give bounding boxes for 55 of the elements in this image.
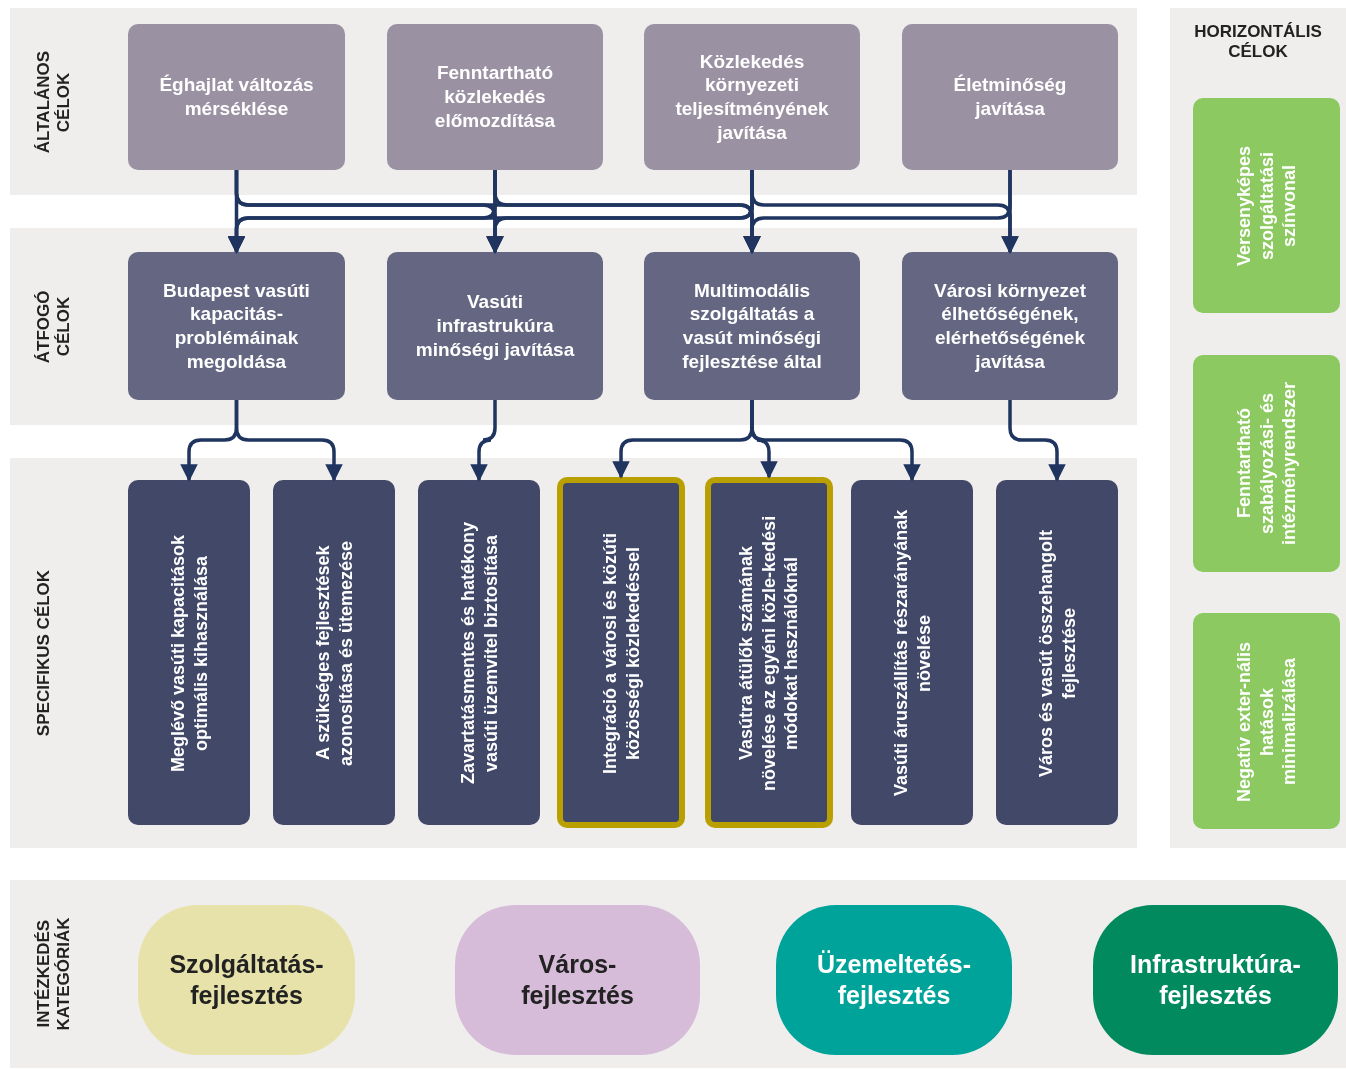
- goal-text: Zavartatásmentes és hatékony vasúti üzemvitel biztosítása: [456, 520, 501, 786]
- section-heading: INTÉZKEDÉS KATEGÓRIÁK: [34, 917, 74, 1031]
- horizontal-goal-box: [1193, 98, 1340, 313]
- goal-text: Meglévő vasúti kapacitások optimális kihasználása: [166, 532, 212, 774]
- goal-box: [644, 252, 860, 400]
- goal-box: [273, 480, 395, 825]
- goal-box: [387, 252, 603, 400]
- arrow: [470, 400, 497, 482]
- goal-text: Vasútra átülők számának növelése az egyéni közle-kedési módokat használóknál: [735, 513, 803, 793]
- goal-text: Negatív exter-nális hatások minimalizálása: [1232, 639, 1300, 804]
- goal-text: Város és vasút összehangolt fejlesztése: [1034, 527, 1080, 779]
- goal-text: Szolgáltatás-fejlesztés: [169, 948, 324, 1011]
- goal-text: Infrastruktúra-fejlesztés: [1130, 948, 1301, 1011]
- goal-box: [902, 252, 1118, 400]
- arrow: [750, 400, 921, 482]
- goal-text: Fenntartható közlekedés előmozdítása: [433, 61, 557, 133]
- row-band: [10, 8, 1137, 195]
- arrow: [1008, 400, 1066, 482]
- goal-text: Város-fejlesztés: [520, 948, 635, 1011]
- goal-text: Vasúti infrastrukúra minőségi javítása: [414, 290, 576, 362]
- goal-box: [996, 480, 1118, 825]
- horizontal-goal-box: [1193, 355, 1340, 572]
- goal-text: Fenntartható szabályozási- és intézményrendszer: [1232, 380, 1300, 548]
- arrow: [234, 400, 343, 482]
- goal-box: [128, 480, 250, 825]
- goal-text: Üzemeltetés-fejlesztés: [816, 948, 972, 1011]
- goal-text: A szükséges fejlesztések azonosítása és ütemezése: [311, 538, 356, 768]
- section-heading: SPECIFIKUS CÉLOK: [34, 569, 54, 737]
- goal-text: Vasúti áruszállítás részarányának növelése: [889, 508, 934, 798]
- goal-text: Életminőség javítása: [952, 73, 1068, 121]
- arrow: [1001, 170, 1019, 254]
- goal-text: Közlekedés környezeti teljesítményének javítása: [674, 49, 830, 145]
- side-panel: [1170, 8, 1346, 848]
- highlighted-goal-box: [557, 477, 685, 828]
- goal-box: [644, 24, 860, 170]
- goal-text: Multimodális szolgáltatás a vasút minőségi fejlesztése által: [681, 278, 823, 374]
- goal-box: [128, 24, 345, 170]
- goal-text: Éghajlat változás mérséklése: [158, 73, 315, 121]
- section-heading: ÁTFOGÓ CÉLOK: [34, 289, 74, 365]
- goal-text: Versenyképes szolgáltatási színvonal: [1232, 144, 1300, 268]
- goal-box: [851, 480, 973, 825]
- goal-text: Városi környezet élhetőségének, elérhetőségének javítása: [932, 278, 1088, 374]
- goal-text: Budapest vasúti kapacitás-problémáinak megoldása: [162, 278, 311, 374]
- row-band: [10, 880, 1346, 1068]
- section-heading: ÁLTALÁNOS CÉLOK: [34, 50, 74, 153]
- goal-box: [418, 480, 540, 825]
- goal-box: [387, 24, 603, 170]
- section-heading: HORIZONTÁLIS CÉLOK: [1193, 22, 1323, 62]
- horizontal-goal-box: [1193, 613, 1340, 829]
- row-band: [10, 228, 1137, 425]
- goal-box: [902, 24, 1118, 170]
- goal-text: Integráció a városi és közúti közösségi közlekedéssel: [598, 530, 644, 776]
- highlighted-goal-box: [705, 477, 833, 828]
- goal-box: [128, 252, 345, 400]
- row-band: [10, 458, 1137, 848]
